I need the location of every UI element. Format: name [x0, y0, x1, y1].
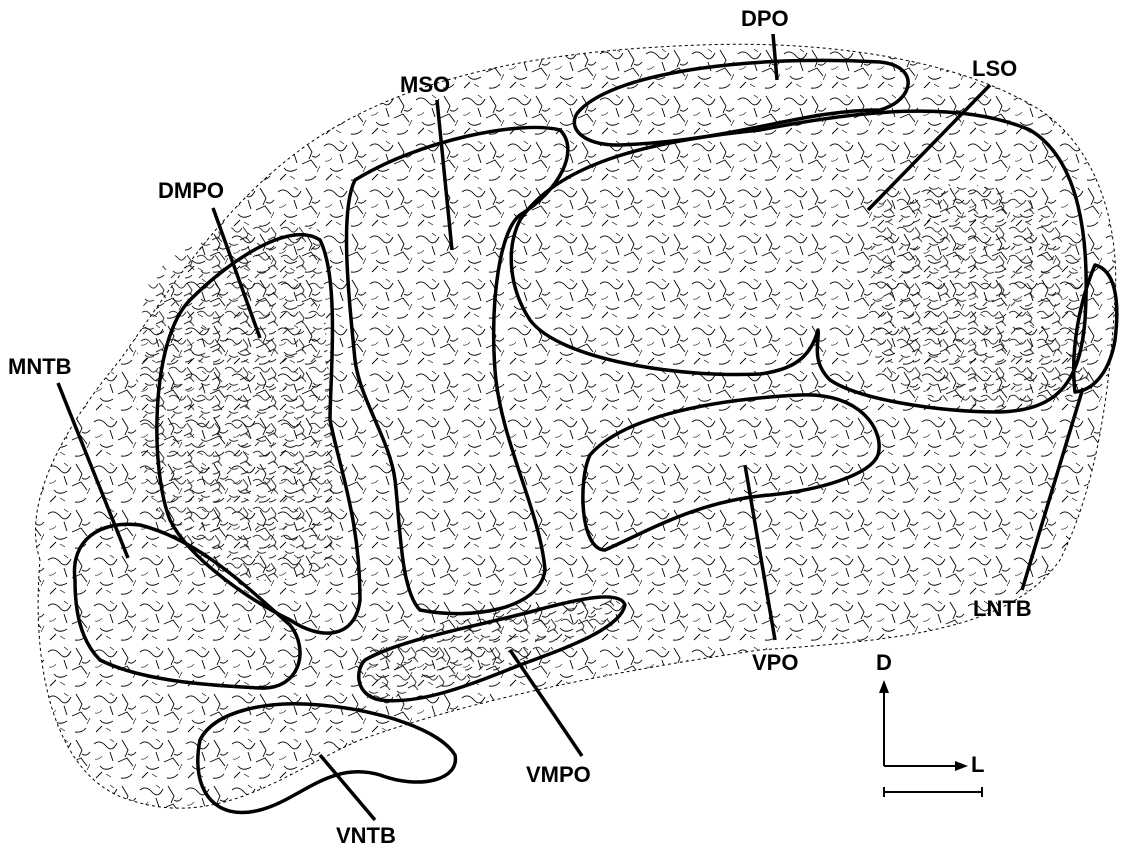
orientation-axes: D L — [876, 650, 984, 777]
label-vmpo: VMPO — [526, 762, 591, 787]
label-mso: MSO — [400, 72, 450, 97]
vntb-leader — [320, 755, 375, 820]
label-mntb: MNTB — [8, 354, 72, 379]
label-lso: LSO — [972, 56, 1017, 81]
label-lntb: LNTB — [973, 596, 1032, 621]
axis-label-lateral: L — [971, 752, 984, 777]
arrow-right-icon — [955, 761, 968, 771]
axis-label-dorsal: D — [876, 650, 892, 675]
scale-bar — [884, 787, 982, 797]
label-dmpo: DMPO — [158, 178, 224, 203]
label-vntb: VNTB — [336, 823, 396, 847]
arrow-up-icon — [879, 680, 889, 693]
label-vpo: VPO — [752, 650, 798, 675]
label-dpo: DPO — [741, 6, 789, 31]
